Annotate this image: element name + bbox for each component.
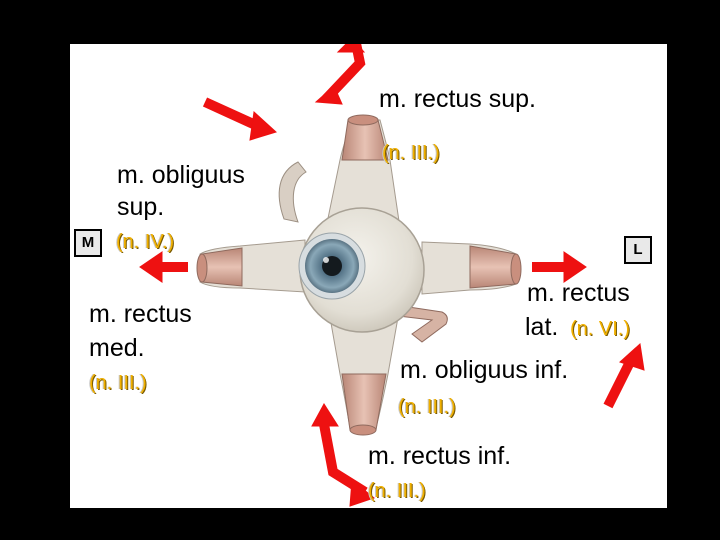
rectus-lateral-muscle <box>421 241 522 295</box>
rectus-inferior-muscle <box>327 305 401 436</box>
rectus-superior-muscle <box>325 114 401 229</box>
label-rectus-lateral-line1: m. rectus <box>527 279 630 307</box>
nerve-rectus-medial: (n. III.) <box>89 372 147 394</box>
arrow-depression <box>311 403 376 507</box>
obliquus-inferior-muscle <box>397 305 448 343</box>
rectus-medial-muscle <box>196 239 306 293</box>
label-rectus-lateral-line2: lat. <box>525 313 559 341</box>
label-rectus-medial-line2: med. <box>89 334 145 362</box>
nerve-obliquus-superior: (n. IV.) <box>116 231 175 253</box>
arrow-abduction <box>532 251 587 283</box>
obliquus-superior-muscle <box>278 161 307 223</box>
nerve-rectus-lateral: (n. VI.) <box>570 318 631 340</box>
arrow-extorsion <box>603 343 645 409</box>
medial-side-tag: M <box>74 229 102 257</box>
movement-arrows <box>139 44 645 507</box>
diagram-panel: m. rectus sup. (n. III.) m. obliguus sup… <box>70 44 667 508</box>
eye-muscle-illustration <box>139 44 645 507</box>
label-obliquus-superior-line2: sup. <box>117 193 165 221</box>
label-rectus-inferior: m. rectus inf. <box>368 442 512 470</box>
arrow-intorsion <box>202 97 277 141</box>
arrow-elevation <box>314 44 366 105</box>
eyeball <box>298 207 425 333</box>
nerve-obliquus-inferior: (n. III.) <box>398 396 456 418</box>
label-obliquus-superior-line1: m. obliguus <box>117 161 245 189</box>
label-rectus-superior: m. rectus sup. <box>379 85 536 113</box>
arrow-adduction <box>139 251 188 283</box>
label-rectus-medial-line1: m. rectus <box>89 300 192 328</box>
nerve-rectus-inferior: (n. III.) <box>368 480 426 502</box>
label-obliquus-inferior: m. obliguus inf. <box>400 356 569 384</box>
nerve-rectus-superior: (n. III.) <box>382 142 440 164</box>
lateral-side-tag: L <box>624 236 652 264</box>
